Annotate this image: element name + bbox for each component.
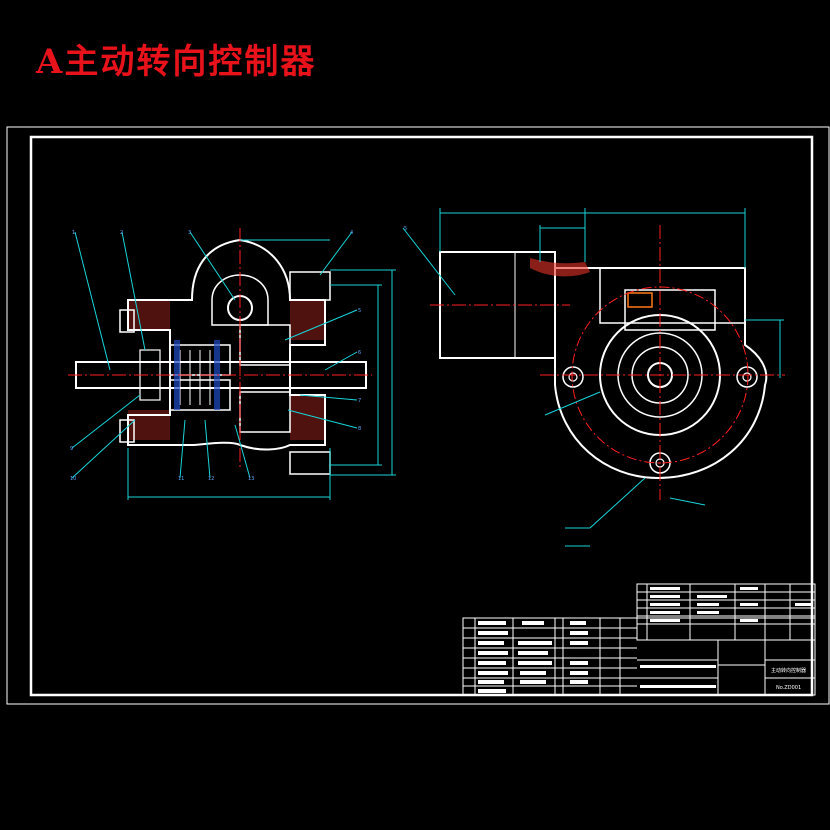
housing-plate bbox=[554, 267, 768, 480]
teeth bbox=[179, 350, 211, 405]
bolt-hole-left-inner bbox=[568, 372, 578, 382]
svg-text:1: 1 bbox=[72, 230, 75, 236]
inner-frame bbox=[29, 135, 814, 697]
section-view bbox=[75, 238, 367, 475]
svg-text:5: 5 bbox=[358, 308, 361, 314]
svg-text:8: 8 bbox=[358, 426, 361, 432]
svg-text:3: 3 bbox=[188, 230, 191, 236]
svg-text:10: 10 bbox=[70, 476, 76, 482]
titleblock-code: No.ZD001 bbox=[776, 685, 801, 691]
bolt-hole-left bbox=[562, 366, 584, 388]
centerlines-left bbox=[68, 228, 372, 470]
gear-block-4 bbox=[239, 391, 291, 433]
svg-text:11: 11 bbox=[178, 476, 184, 482]
bolt-left-top bbox=[119, 309, 135, 333]
titleblock-name: 主动转向控制器 bbox=[771, 667, 806, 674]
gear-block-3 bbox=[239, 324, 291, 366]
top-flange bbox=[599, 267, 746, 324]
drawing-title: A主动转向控制器 bbox=[36, 42, 317, 82]
dimensions-left bbox=[127, 239, 396, 500]
svg-text:12: 12 bbox=[208, 476, 214, 482]
outer-frame bbox=[6, 126, 830, 705]
svg-text:13: 13 bbox=[248, 476, 254, 482]
svg-text:4: 4 bbox=[350, 230, 353, 236]
gear-key bbox=[627, 292, 653, 308]
leaders-left bbox=[71, 231, 358, 479]
svg-text:2: 2 bbox=[120, 230, 123, 236]
end-view bbox=[439, 251, 768, 480]
svg-text:5: 5 bbox=[404, 226, 407, 232]
bolt-bottom bbox=[289, 451, 331, 475]
titleblock bbox=[462, 583, 816, 696]
centerlines-right bbox=[430, 225, 785, 500]
bolt-hole-right-inner bbox=[742, 372, 752, 382]
svg-text:9: 9 bbox=[70, 446, 73, 452]
top-boss bbox=[211, 274, 269, 326]
titleblock-lower bbox=[462, 617, 816, 696]
dimensions-right bbox=[402, 208, 784, 547]
svg-text:6: 6 bbox=[358, 350, 361, 356]
svg-text:7: 7 bbox=[358, 398, 361, 404]
titleblock-text-marks bbox=[478, 587, 811, 693]
bolt-left-bottom bbox=[119, 419, 135, 443]
bolt-hole-right bbox=[736, 366, 758, 388]
gear-segment bbox=[530, 258, 590, 277]
callout-labels: 1 2 3 4 5 6 7 8 9 10 11 12 13 5 bbox=[70, 226, 407, 482]
housing-hatch bbox=[128, 300, 325, 440]
top-block bbox=[624, 289, 716, 331]
bolt-top bbox=[289, 271, 331, 301]
